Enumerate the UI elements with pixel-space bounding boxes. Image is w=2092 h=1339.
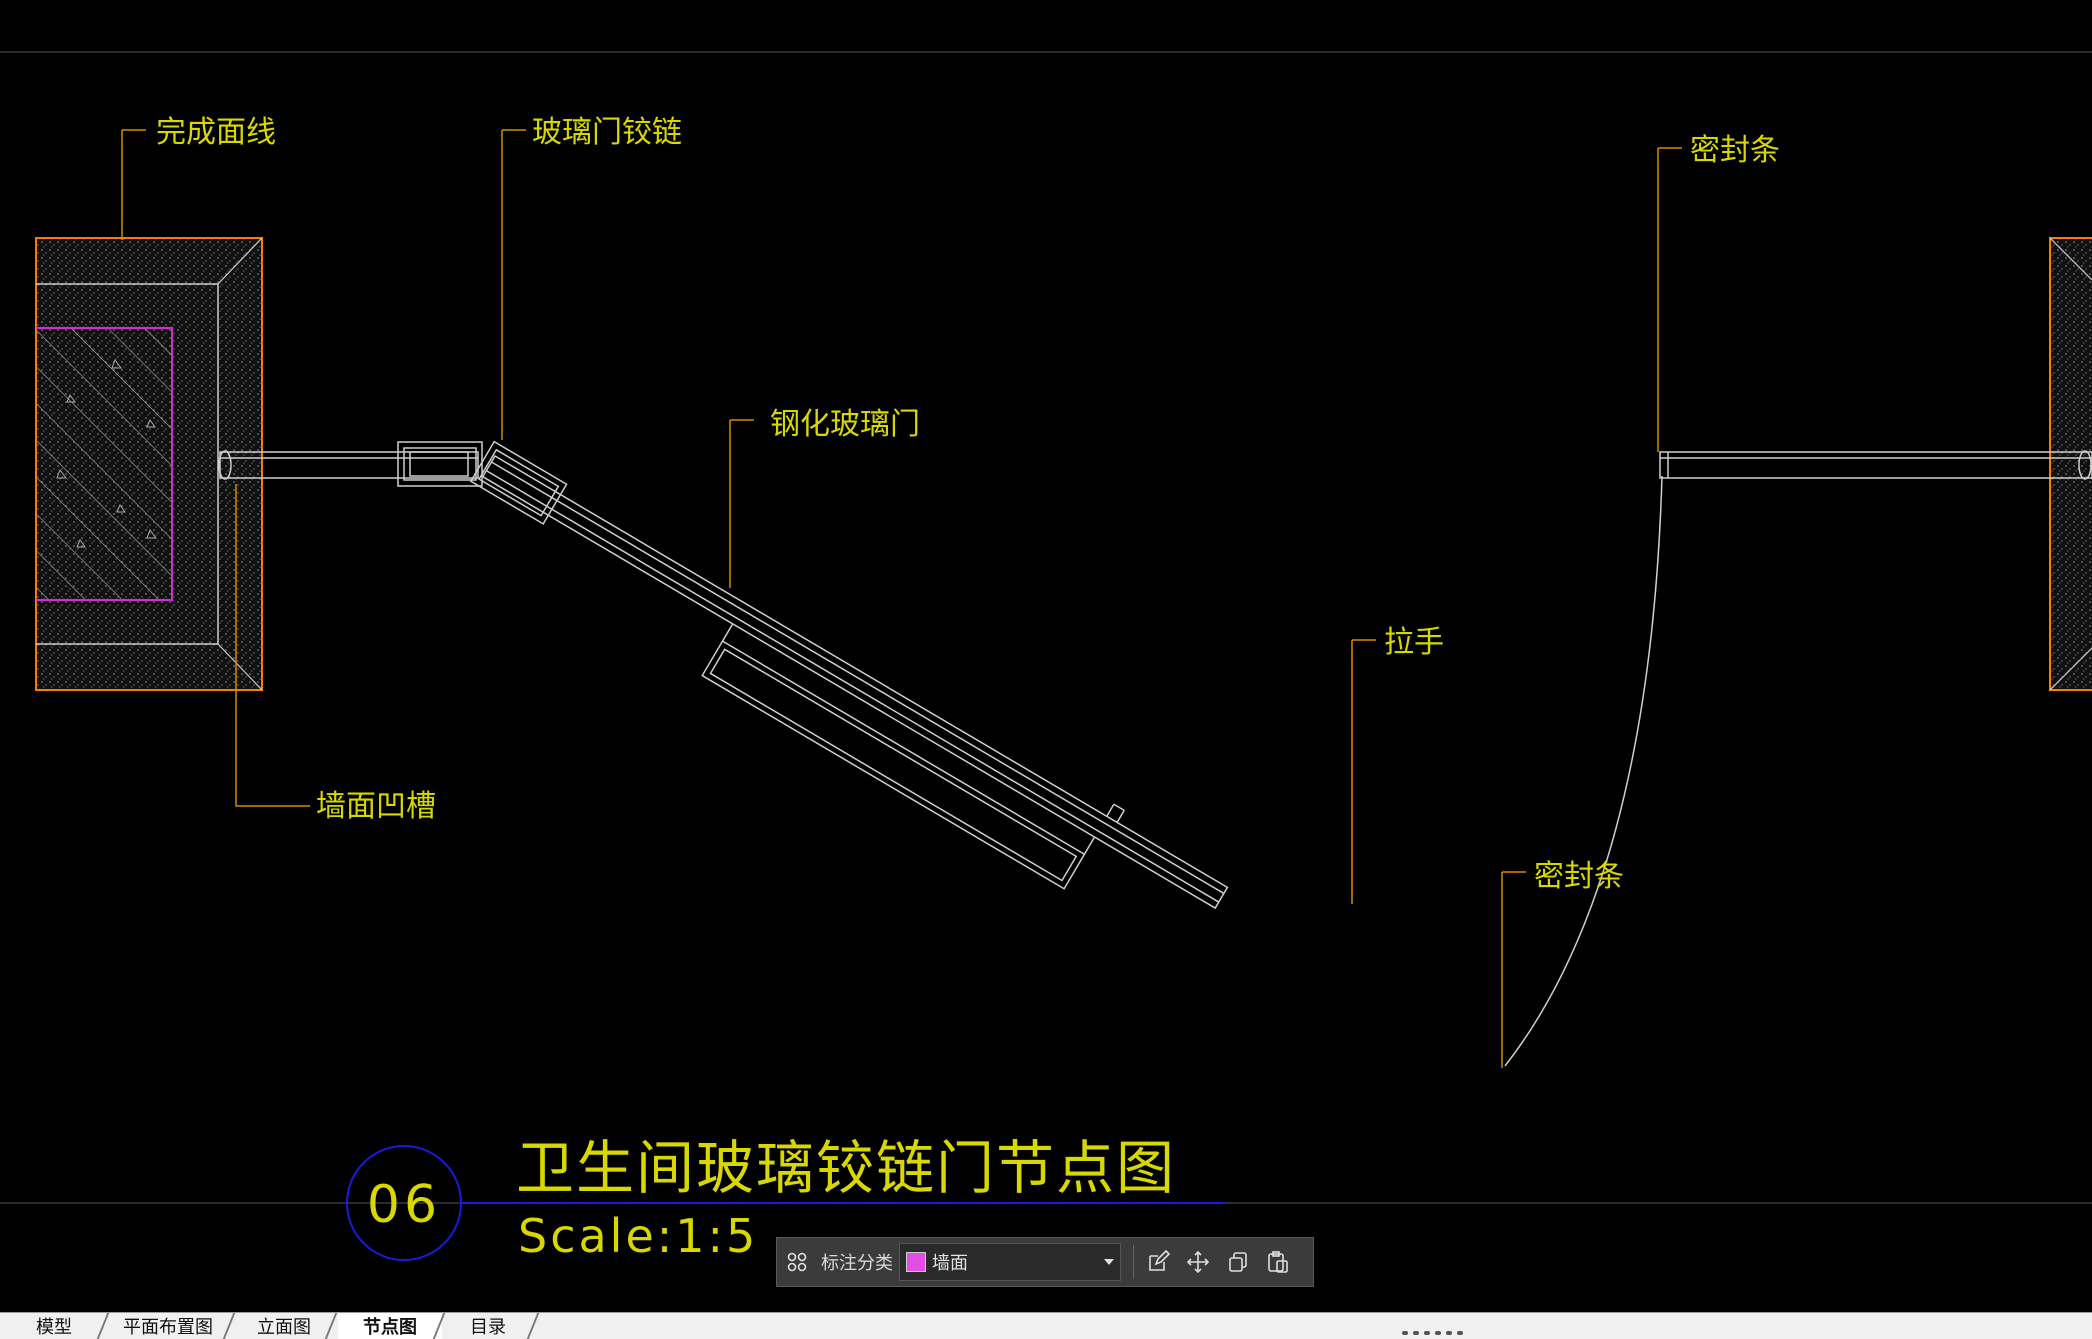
label-handle: 拉手 <box>1384 625 1444 660</box>
title-block: 06 卫生间玻璃铰链门节点图 Scale:1:5 <box>346 1134 1226 1263</box>
move-icon[interactable] <box>1178 1239 1218 1285</box>
layer-select[interactable]: 墙面 <box>899 1243 1121 1281</box>
label-seal-strip-top: 密封条 <box>1690 133 1780 168</box>
copy-icon[interactable] <box>1218 1239 1258 1285</box>
layout-tab-bar: 模型 平面布置图 立面图 节点图 目录 <box>0 1312 2092 1339</box>
drawing-title: 卫生间玻璃铰链门节点图 <box>516 1134 1176 1202</box>
cad-drawing-canvas[interactable]: 完成面线 玻璃门铰链 钢化玻璃门 密封条 拉手 密封条 墙面凹槽 06 卫生间玻… <box>0 0 2092 1312</box>
hinge-fixed <box>397 441 483 487</box>
right-wall-section <box>2049 237 2092 691</box>
door-handle-shape <box>701 640 1086 890</box>
label-tempered-glass-door: 钢化玻璃门 <box>770 407 920 442</box>
category-label: 标注分类 <box>821 1253 893 1274</box>
swing-glass-door <box>469 440 1229 910</box>
left-wall-section <box>35 237 263 691</box>
tab-model[interactable]: 模型 <box>36 1317 72 1338</box>
label-glass-hinge: 玻璃门铰链 <box>532 115 682 150</box>
tab-elevation[interactable]: 立面图 <box>257 1317 311 1338</box>
label-wall-groove: 墙面凹槽 <box>316 789 436 824</box>
detail-number: 06 <box>367 1175 441 1235</box>
chevron-down-icon <box>1104 1259 1114 1265</box>
leader-lines <box>121 129 1682 1068</box>
layer-select-value: 墙面 <box>932 1253 968 1274</box>
grid-icon[interactable] <box>777 1239 817 1285</box>
tab-index[interactable]: 目录 <box>470 1317 506 1338</box>
edit-icon[interactable] <box>1138 1239 1178 1285</box>
tab-floor-plan[interactable]: 平面布置图 <box>123 1317 213 1338</box>
layer-color-swatch <box>906 1252 926 1272</box>
annotation-toolbar: 标注分类 墙面 <box>776 1237 1314 1287</box>
label-seal-strip-bottom: 密封条 <box>1534 859 1624 894</box>
drawing-scale: Scale:1:5 <box>518 1209 758 1263</box>
tab-detail[interactable]: 节点图 <box>338 1313 442 1339</box>
paste-icon[interactable] <box>1258 1239 1298 1285</box>
fixed-glass-left <box>218 450 479 480</box>
status-indicator <box>1402 1331 1492 1337</box>
wall-inner-outline <box>36 327 173 601</box>
label-finish-line: 完成面线 <box>156 115 276 150</box>
wall-finish-outline <box>35 237 263 691</box>
fixed-glass-right <box>1659 450 2092 480</box>
door-swing-arc <box>1504 475 1663 1067</box>
detail-number-circle <box>346 1145 462 1261</box>
toolbar-divider <box>1133 1245 1134 1279</box>
